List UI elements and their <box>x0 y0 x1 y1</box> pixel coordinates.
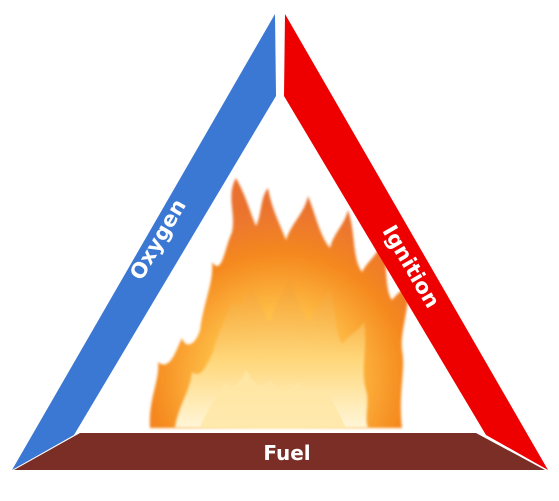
fuel-side-bar <box>14 433 545 470</box>
ignition-side-bar <box>284 14 548 470</box>
oxygen-side-bar <box>12 14 276 470</box>
fuel-label: Fuel <box>263 441 310 465</box>
fire-flames-image <box>149 178 409 428</box>
